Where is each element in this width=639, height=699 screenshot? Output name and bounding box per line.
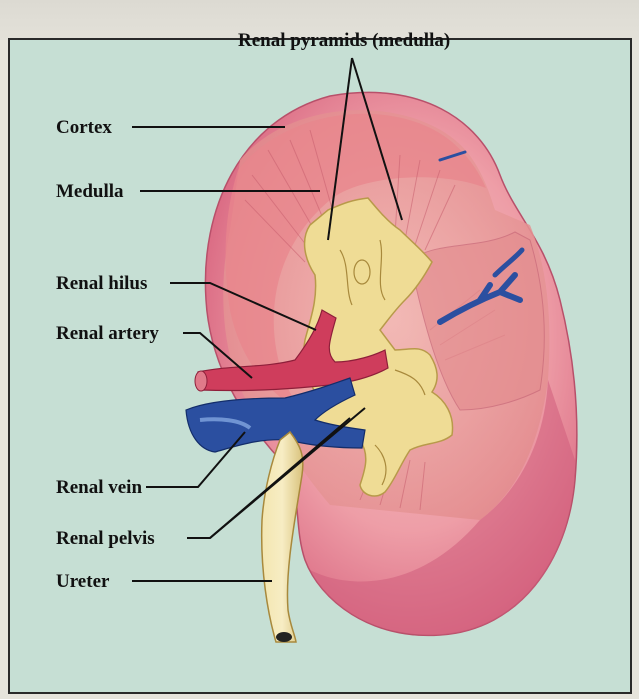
- label-renal-artery: Renal artery: [56, 324, 159, 343]
- label-renal-hilus: Renal hilus: [56, 274, 147, 293]
- label-ureter: Ureter: [56, 572, 109, 591]
- label-renal-pelvis: Renal pelvis: [56, 529, 155, 548]
- label-cortex: Cortex: [56, 118, 112, 137]
- label-renal-pyramids: Renal pyramids (medulla): [238, 31, 450, 50]
- label-medulla: Medulla: [56, 182, 124, 201]
- artery-opening: [195, 371, 207, 391]
- label-renal-vein: Renal vein: [56, 478, 142, 497]
- ureter-opening: [276, 632, 292, 642]
